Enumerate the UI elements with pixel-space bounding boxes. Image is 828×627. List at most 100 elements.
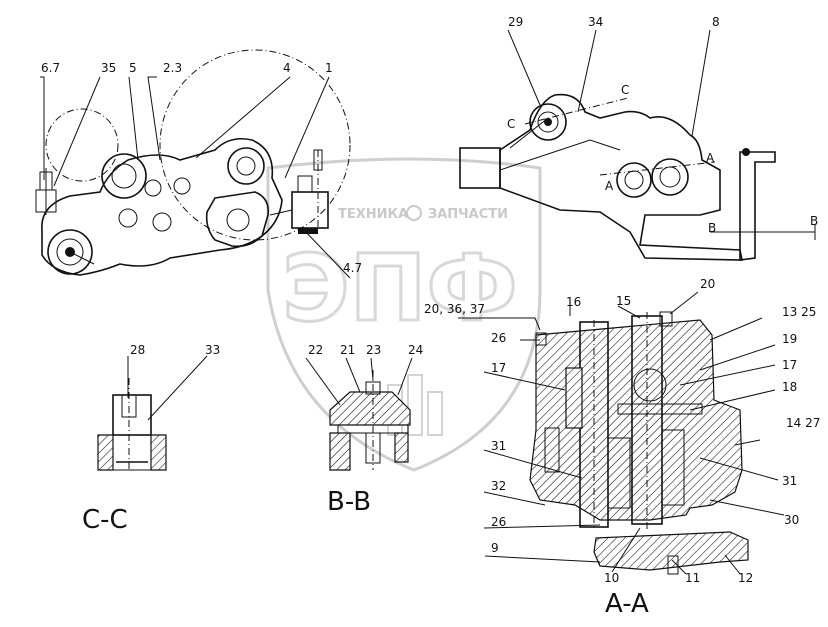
sensor-cap	[297, 175, 313, 193]
section-aa-view	[529, 311, 749, 575]
callout-2-3: 2.3	[163, 61, 182, 75]
pump-assembly-view	[35, 49, 351, 276]
title-section-aa: A-A	[605, 589, 649, 619]
watermark-logo: ЭПФ	[282, 235, 518, 342]
callout-13-25: 13 25	[782, 305, 816, 319]
callout-35: 35	[101, 61, 116, 75]
mark-a-right: A	[706, 151, 715, 165]
section-titles: C-C B-B A-A	[82, 487, 649, 619]
boss-5-outer	[101, 153, 147, 199]
callout-labels: 6.7 35 5 2.3 4 1 4.7 29 34 8 20, 36, 37 …	[41, 15, 820, 585]
callout-17-left: 17	[491, 361, 506, 375]
watermark: ТЕХНИКА ЗАПЧАСТИ ЭПФ	[266, 157, 542, 472]
callout-20: 20	[700, 277, 715, 291]
sensor-pin	[313, 149, 323, 171]
lever-assembly-view	[459, 93, 816, 261]
callout-31-left: 31	[491, 439, 506, 453]
hole-a	[144, 179, 162, 197]
section-bb-view	[329, 370, 411, 471]
lever-bore-a1-in	[624, 170, 644, 190]
cc-hatch-left	[97, 434, 114, 471]
bracket-nut	[742, 148, 750, 156]
callout-28: 28	[130, 343, 145, 357]
hole-d	[173, 177, 191, 195]
bb-cap	[329, 391, 411, 426]
pivot-outer	[47, 229, 93, 275]
bb-base	[329, 432, 351, 471]
callout-4: 4	[283, 61, 291, 75]
callout-23: 23	[366, 343, 381, 357]
pivot-mid	[56, 238, 84, 266]
tube-bottom	[298, 228, 318, 234]
callout-26-top: 26	[491, 331, 506, 345]
sensor-link	[269, 209, 293, 216]
aa-bolt-left	[544, 427, 560, 473]
aa-housing	[529, 319, 743, 521]
flange-4	[205, 191, 270, 248]
aa-gear-17	[565, 367, 583, 429]
lever-body	[499, 93, 743, 261]
callout-19: 19	[782, 332, 797, 346]
mark-b-left: B	[708, 221, 716, 235]
phantom-gear-large	[159, 49, 351, 241]
bb-base-right	[394, 432, 409, 463]
watermark-company: ТЕХНИКА	[338, 207, 408, 222]
callout-15: 15	[616, 294, 631, 308]
mark-c-left: C	[507, 117, 515, 131]
callout-10: 10	[604, 571, 619, 585]
callout-26-bottom: 26	[491, 515, 506, 529]
cut-line-a	[599, 161, 716, 176]
aa-bolt-top	[659, 311, 673, 327]
lever-arm-2	[509, 117, 549, 149]
callout-14-27: 14 27	[786, 416, 820, 430]
flange-4-bore	[226, 208, 250, 232]
callout-29: 29	[508, 15, 523, 29]
callout-30: 30	[784, 513, 799, 527]
callout-34: 34	[588, 15, 603, 29]
boss-upper-right-inner	[236, 156, 256, 176]
lever-arm	[499, 139, 621, 171]
callout-8: 8	[712, 15, 720, 29]
callout-5: 5	[129, 61, 137, 75]
boss-5-inner	[111, 163, 137, 189]
callout-16: 16	[566, 295, 581, 309]
cc-bore	[112, 434, 152, 471]
lever-bore-a1	[616, 162, 652, 198]
aa-spacer-18	[617, 403, 703, 415]
section-cc-view	[97, 378, 167, 471]
section-marks: C C A A B B	[507, 83, 818, 235]
callout-6-7: 6.7	[41, 61, 60, 75]
aa-bottom-stud	[667, 555, 679, 575]
mark-a-left: A	[605, 179, 614, 193]
leader-lines	[40, 29, 785, 575]
hole-c	[152, 212, 172, 232]
callout-22: 22	[308, 343, 323, 357]
pivot-arm	[69, 251, 95, 265]
cut-line-c	[524, 97, 629, 125]
lever-pivot-mid	[537, 111, 559, 133]
title-section-bb: B-B	[327, 487, 371, 517]
callout-31-right: 31	[782, 474, 797, 488]
watermark-block-3	[427, 391, 443, 436]
aa-bottom-flange	[593, 531, 749, 571]
callout-20-36-37: 20, 36, 37	[424, 302, 485, 316]
lever-pivot-outer	[529, 103, 567, 141]
bb-stud	[365, 432, 381, 464]
callout-9: 9	[491, 541, 499, 555]
watermark-company2: ЗАПЧАСТИ	[428, 207, 508, 222]
lever-bracket	[739, 151, 776, 261]
lever-bore-a2	[651, 158, 689, 196]
callout-21: 21	[340, 343, 355, 357]
mark-b-right: B	[810, 214, 818, 228]
pump-housing	[41, 137, 283, 276]
callout-18: 18	[782, 380, 797, 394]
callout-33: 33	[205, 343, 220, 357]
watermark-block-2	[407, 374, 423, 436]
callout-11: 11	[685, 571, 700, 585]
cc-hatch-right	[150, 434, 167, 471]
mark-c-right: C	[621, 83, 629, 97]
phantom-gear-left	[45, 108, 119, 182]
gear-icon	[406, 205, 422, 221]
aa-cavity	[633, 368, 667, 402]
